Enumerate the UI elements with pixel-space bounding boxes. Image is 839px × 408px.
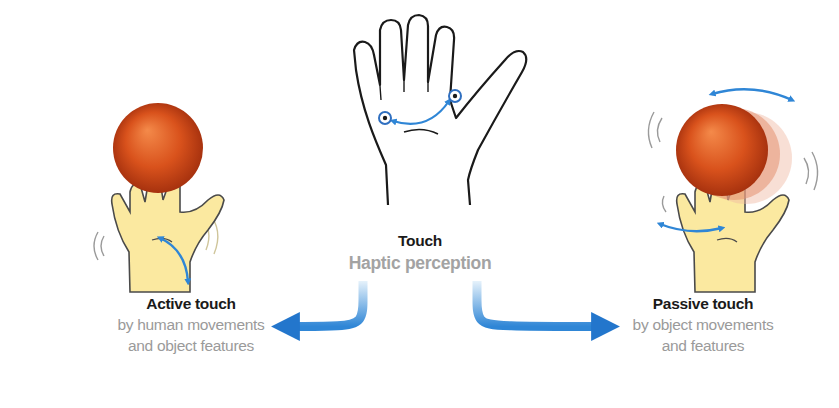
- palm-crease: [404, 129, 438, 134]
- flow-arrow: [477, 281, 594, 327]
- movement-arrow: [660, 224, 722, 231]
- palm-crease: [717, 238, 737, 242]
- movement-arrow: [712, 89, 792, 100]
- touch-point: [379, 112, 391, 124]
- touch-point: [449, 90, 461, 102]
- hand-outline: [354, 15, 526, 205]
- motion-lines: [94, 232, 104, 260]
- concept-node: Active touchby human movements and objec…: [115, 293, 267, 356]
- node-description: Haptic perception: [335, 251, 505, 275]
- node-description: by object movements and features: [624, 314, 782, 356]
- concept-node: Passive touchby object movements and fea…: [624, 293, 782, 356]
- active-hand-illustration: [94, 103, 224, 292]
- node-heading: Active touch: [115, 293, 267, 314]
- touch-arrow: [393, 101, 449, 124]
- node-heading: Passive touch: [624, 293, 782, 314]
- finger-crease: [380, 80, 428, 100]
- touch-point-dot: [453, 94, 457, 98]
- yellow-hand: [112, 179, 224, 292]
- concept-node: TouchHaptic perception: [335, 230, 505, 275]
- node-heading: Touch: [335, 230, 505, 251]
- flow-arrow: [297, 281, 363, 327]
- red-ball: [676, 104, 768, 196]
- open-hand: [354, 15, 526, 205]
- passive-hand-illustration: [648, 89, 817, 292]
- motion-lines: [804, 152, 818, 190]
- motion-lines: [648, 112, 666, 212]
- movement-arrow: [160, 238, 188, 282]
- touch-point-dot: [383, 116, 387, 120]
- node-description: by human movements and object features: [115, 314, 267, 356]
- red-ball: [113, 103, 203, 193]
